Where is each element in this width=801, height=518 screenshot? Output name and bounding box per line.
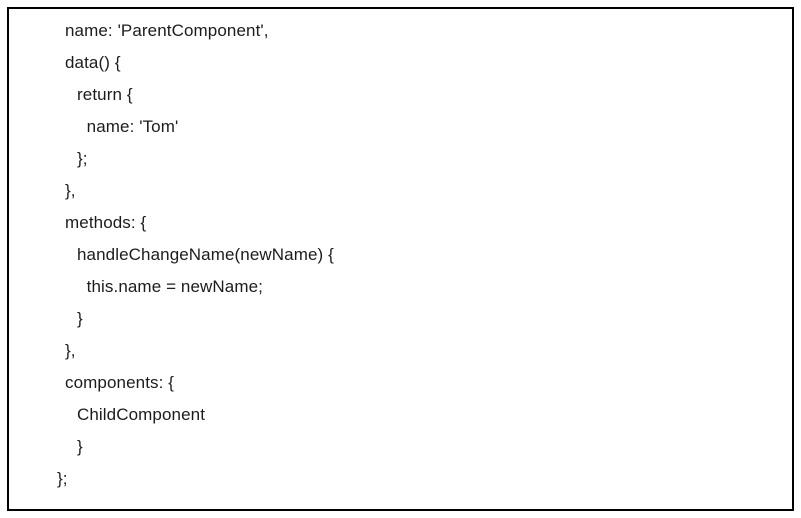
code-line: data() { (65, 53, 121, 72)
code-line: components: { (65, 373, 175, 392)
code-line: }; (57, 469, 68, 488)
code-line: this.name = newName; (77, 277, 263, 296)
code-line: }, (65, 341, 76, 360)
code-line: }; (77, 149, 88, 168)
code-snippet-card: name: 'ParentComponent', data() { return… (7, 7, 794, 511)
code-block: name: 'ParentComponent', data() { return… (9, 9, 792, 509)
code-line: name: 'ParentComponent', (65, 21, 269, 40)
code-line: return { (77, 85, 133, 104)
code-line: }, (65, 181, 76, 200)
code-line-closing-script-tag: </script> (9, 495, 792, 509)
code-line: handleChangeName(newName) { (77, 245, 334, 264)
code-line: } (77, 437, 83, 456)
code-line: name: 'Tom' (77, 117, 179, 136)
code-line: methods: { (65, 213, 147, 232)
code-line: } (77, 309, 83, 328)
code-line: ChildComponent (77, 405, 206, 424)
